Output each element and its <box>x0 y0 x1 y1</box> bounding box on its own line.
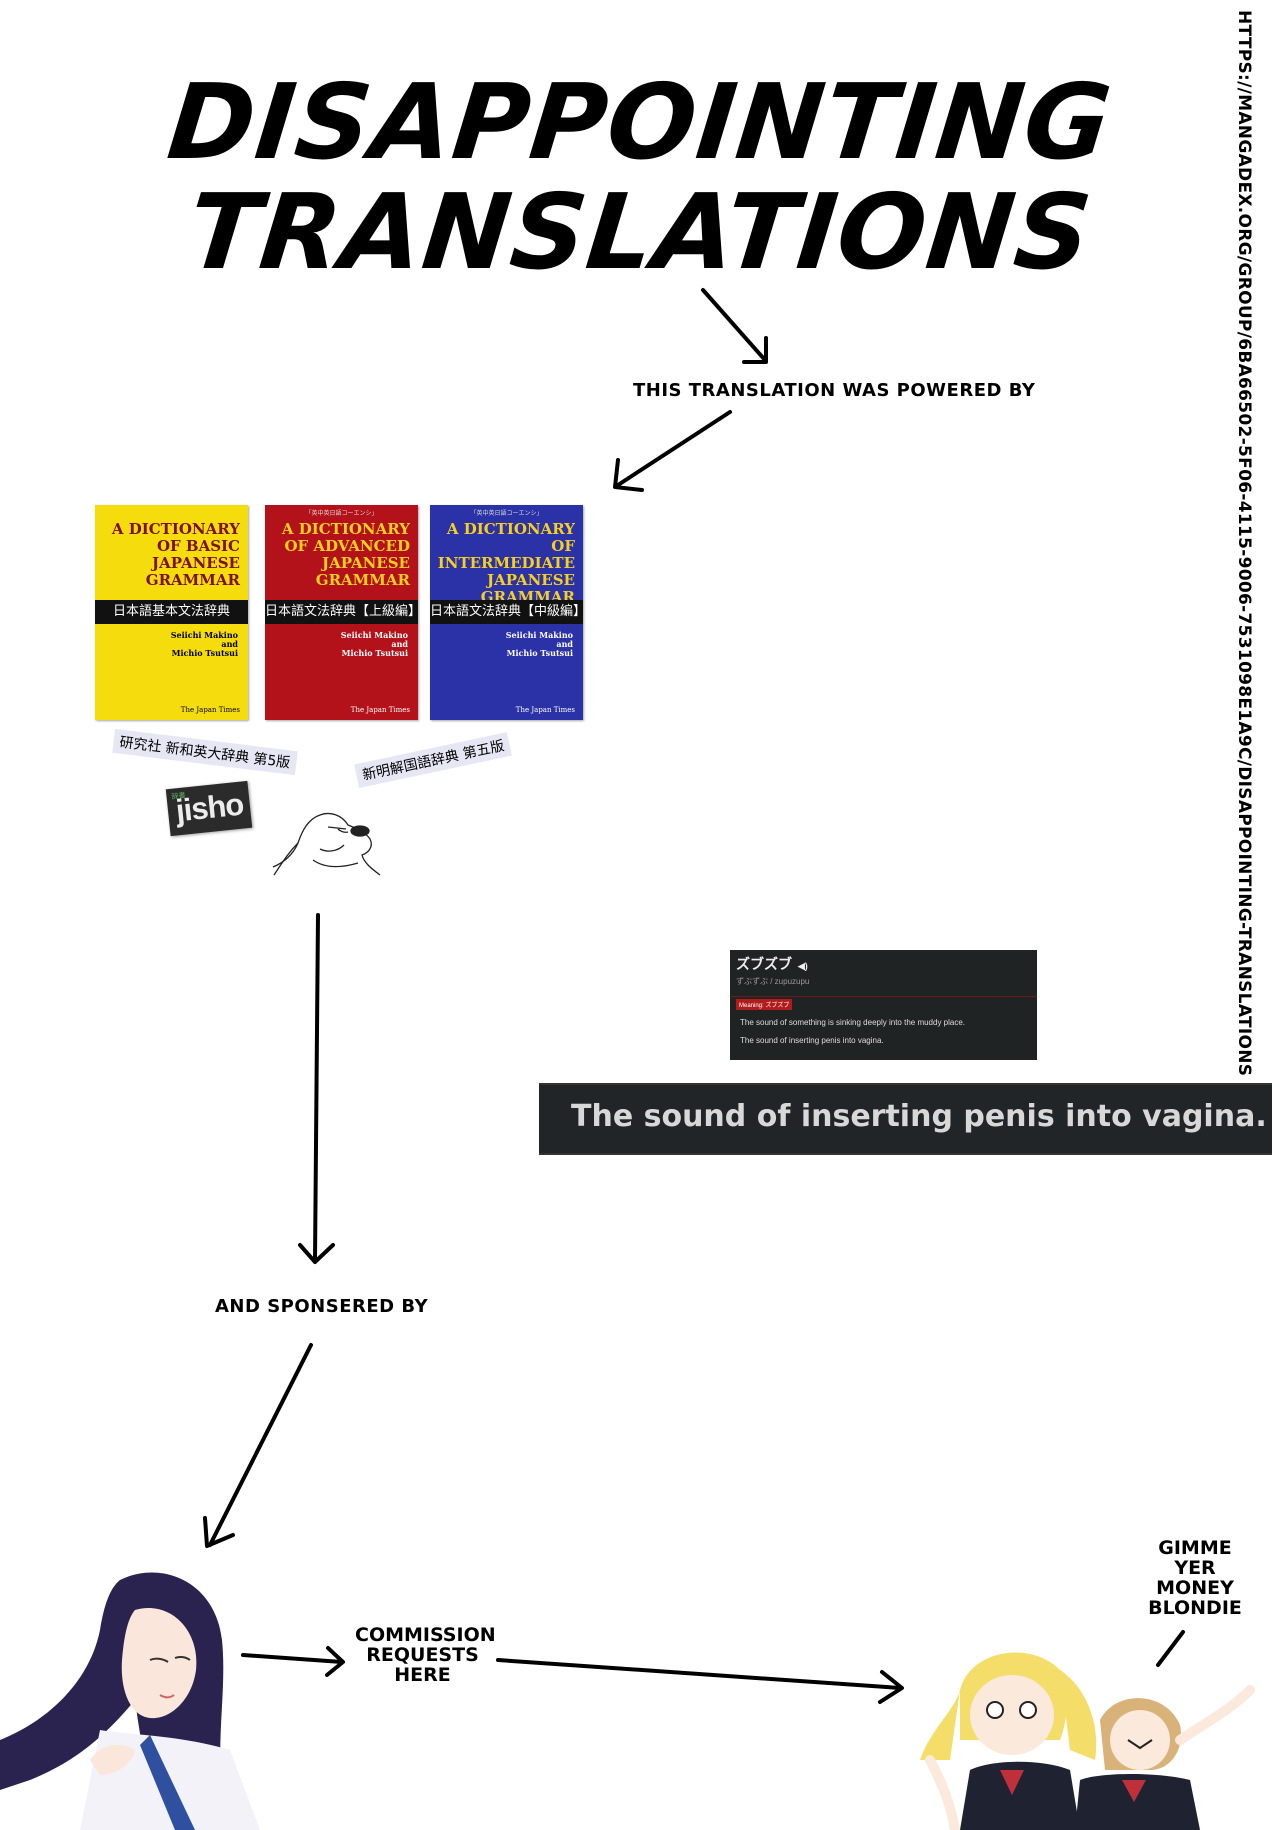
arrow-sponsor-to-girl <box>203 1343 313 1548</box>
dict-meaning-word: ズブズブ <box>765 1003 790 1009</box>
dict-meaning-tag: Meaning: ズブズブ <box>736 999 793 1010</box>
commission-line: REQUESTS <box>366 1644 479 1666</box>
speaker-icon[interactable]: ◀) <box>797 961 808 971</box>
book-title-line: JAPANESE <box>487 571 575 589</box>
commission-requests-label: COMMISSION REQUESTS HERE <box>355 1624 496 1686</box>
book-intermediate-grammar: 「英中英日語コーエンシ」 A DICTIONARY OF INTERMEDIAT… <box>430 505 586 720</box>
jisho-logo: 辞書 jisho <box>165 780 253 837</box>
book-author: Seiichi Makino <box>170 630 238 640</box>
book-publisher: The Japan Times <box>515 706 575 714</box>
book-advanced-grammar: 「英中英日語コーエンシ」 A DICTIONARY OF ADVANCED JA… <box>265 505 421 720</box>
shinmeikai-dictionary-label: 新明解国語辞典 第五版 <box>354 731 513 789</box>
dict-definition-1: The sound of something is sinking deeply… <box>740 1018 966 1027</box>
book-author: Michio Tsutsui <box>171 648 238 658</box>
kenkyusha-dictionary-label: 研究社 新和英大辞典 第5版 <box>112 728 298 776</box>
gimme-line: MONEY <box>1156 1577 1234 1599</box>
book-title-line: A DICTIONARY <box>111 520 240 538</box>
book-author: Seiichi Makino <box>505 630 573 640</box>
dict-entry-reading: ずぶずぶ / zupuzupu <box>736 977 810 986</box>
book-publisher: The Japan Times <box>180 706 240 714</box>
book-title-line: GRAMMAR <box>315 571 410 589</box>
book-topnote: 「英中英日語コーエンシ」 <box>305 510 378 517</box>
book-author-and: and <box>556 639 573 649</box>
dict-meaning-label: Meaning: <box>739 1003 764 1009</box>
arrow-commission-to-blondies <box>496 1658 904 1704</box>
dict-divider <box>730 996 1037 997</box>
book-title-line: JAPANESE <box>322 554 410 572</box>
book-author: Michio Tsutsui <box>341 648 408 658</box>
book-title-line: A DICTIONARY <box>281 520 410 538</box>
book-author: Seiichi Makino <box>340 630 408 640</box>
book-title-line: JAPANESE <box>152 554 240 572</box>
book-title-line: OF ADVANCED <box>284 537 410 555</box>
book-author-and: and <box>391 639 408 649</box>
book-japanese-title: 日本語文法辞典【中級編】 <box>430 600 586 624</box>
jisho-logo-text: jisho <box>174 786 245 829</box>
doodle-sketch-icon <box>272 812 381 876</box>
book-title-line: GRAMMAR <box>145 571 240 589</box>
dark-haired-girl-illustration <box>0 1572 260 1830</box>
dict-entry-word-text: ズブズブ <box>736 956 792 972</box>
gimme-money-speech: GIMME YER MONEY BLONDIE <box>1145 1538 1245 1618</box>
blonde-girls-illustration <box>920 1652 1255 1830</box>
book-author-and: and <box>221 639 238 649</box>
arrow-title-to-powered <box>701 288 768 364</box>
book-basic-grammar: A DICTIONARY OF BASIC JAPANESE GRAMMAR 日… <box>95 505 248 720</box>
dict-entry-word: ズブズブ ◀) <box>736 954 808 974</box>
page-title-line-2: TRANSLATIONS <box>182 171 1098 293</box>
gimme-line: BLONDIE <box>1148 1597 1242 1619</box>
book-japanese-title: 日本語文法辞典【上級編】 <box>265 600 421 624</box>
arrow-down-to-sponsor <box>298 913 335 1264</box>
page-title-line-1: DISAPPOINTING <box>162 61 1118 183</box>
gimme-line: YER <box>1174 1557 1216 1579</box>
dictionary-entry-card: ズブズブ ◀) ずぶずぶ / zupuzupu Meaning: ズブズブ Th… <box>730 950 1037 1060</box>
gimme-line: GIMME <box>1158 1537 1232 1559</box>
book-topnote: 「英中英日語コーエンシ」 <box>470 510 543 517</box>
group-url[interactable]: HTTPS://MANGADEX.ORG/GROUP/6BA66502-5F06… <box>1234 10 1254 1077</box>
sponsored-by-label: AND SPONSERED BY <box>215 1296 429 1317</box>
dictionary-definition-zoom: The sound of inserting penis into vagina… <box>539 1083 1272 1155</box>
book-title-line: A DICTIONARY OF <box>446 520 575 555</box>
book-japanese-title: 日本語基本文法辞典 <box>95 600 248 624</box>
commission-line: HERE <box>394 1664 451 1686</box>
book-author: Michio Tsutsui <box>506 648 573 658</box>
commission-line: COMMISSION <box>355 1624 496 1646</box>
book-title-line: OF BASIC <box>156 537 240 555</box>
arrow-powered-to-books <box>613 410 732 492</box>
powered-by-label: THIS TRANSLATION WAS POWERED BY <box>633 380 1036 401</box>
dictionary-definition-zoom-text: The sound of inserting penis into vagina… <box>571 1099 1267 1134</box>
dict-definition-2: The sound of inserting penis into vagina… <box>740 1036 884 1045</box>
book-title-line: INTERMEDIATE <box>437 554 575 572</box>
book-publisher: The Japan Times <box>350 706 410 714</box>
